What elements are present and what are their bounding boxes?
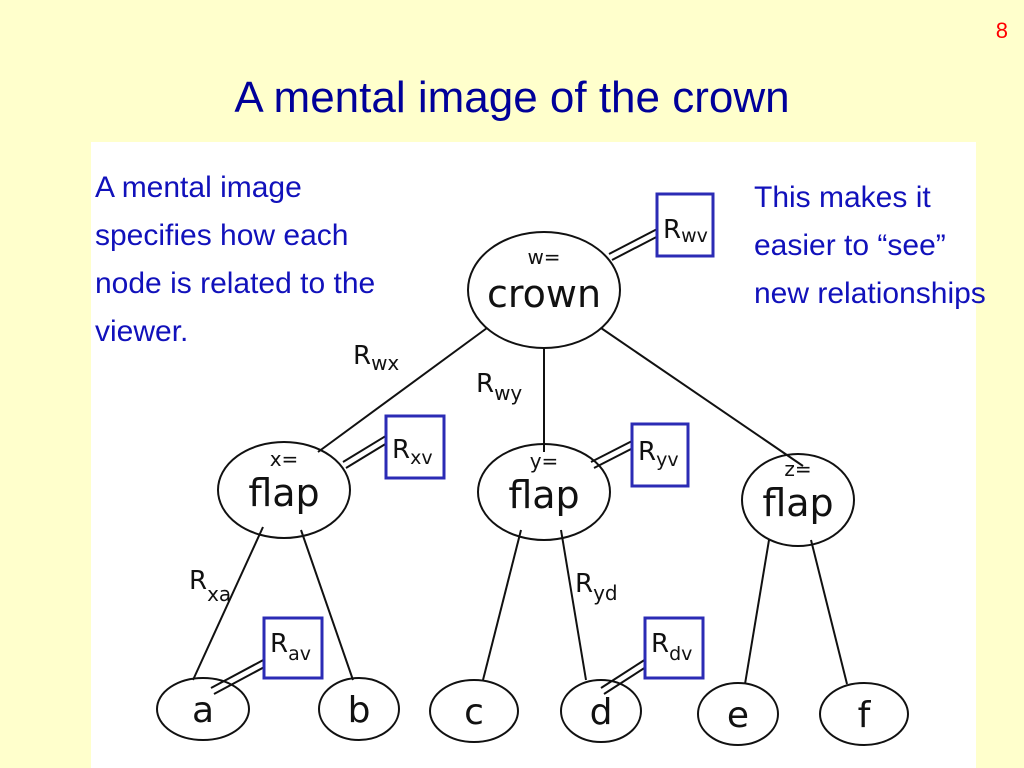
node-flap-x: x= flap — [217, 441, 351, 539]
svg-text:b: b — [348, 690, 371, 731]
viewer-link-xv — [342, 433, 393, 469]
node-leaf-a: a — [156, 677, 250, 741]
viewer-box-yv: Ryv — [630, 422, 690, 488]
edge-flap-z-leaf-e — [744, 539, 770, 685]
relation-label-wy: Rwy — [476, 369, 522, 405]
svg-text:flap: flap — [508, 473, 579, 517]
svg-text:e: e — [727, 695, 749, 736]
edge-crown-flap-z — [600, 327, 804, 467]
viewer-box-xv: Rxv — [384, 414, 446, 480]
edge-flap-y-leaf-c — [482, 529, 522, 681]
svg-text:d: d — [590, 692, 613, 733]
svg-text:Rdv: Rdv — [651, 629, 692, 665]
relation-label-yd: Ryd — [575, 569, 618, 605]
node-leaf-e: e — [697, 682, 779, 746]
slide-title: A mental image of the crown — [234, 73, 790, 122]
viewer-box-av: Rav — [262, 616, 324, 680]
svg-text:Rwv: Rwv — [663, 215, 708, 247]
node-flap-y: y= flap — [477, 443, 611, 541]
slide-number: 8 — [995, 18, 1008, 43]
svg-text:Rav: Rav — [270, 629, 311, 665]
left-note: A mental image specifies how each node i… — [95, 171, 376, 348]
tree-diagram: w= crown x= flap y= flap z= flap a b c d… — [156, 192, 909, 746]
svg-text:c: c — [464, 692, 484, 733]
svg-text:crown: crown — [487, 272, 601, 316]
viewer-link-av — [210, 657, 271, 695]
svg-text:Rwy: Rwy — [476, 369, 522, 405]
svg-text:flap: flap — [248, 471, 319, 515]
svg-text:Ryd: Ryd — [575, 569, 618, 605]
edge-flap-x-leaf-b — [300, 529, 354, 681]
diagram-panel: w= crown x= flap y= flap z= flap a b c d… — [91, 142, 976, 768]
node-leaf-d: d — [560, 679, 642, 743]
edge-flap-y-leaf-d — [560, 529, 587, 681]
node-leaf-f: f — [819, 682, 909, 746]
viewer-box-wv: Rwv — [655, 192, 715, 258]
node-flap-z: z= flap — [741, 453, 855, 547]
edge-crown-flap-x — [317, 327, 488, 453]
svg-text:x=: x= — [270, 447, 299, 471]
right-note: This makes it easier to “see” new relati… — [754, 181, 986, 310]
relation-label-wx: Rwx — [353, 341, 399, 375]
svg-text:z=: z= — [784, 457, 811, 481]
svg-text:Rwx: Rwx — [353, 341, 399, 375]
svg-text:Rxa: Rxa — [189, 566, 231, 606]
svg-text:Rxv: Rxv — [392, 435, 433, 469]
node-leaf-c: c — [429, 679, 519, 743]
svg-text:Ryv: Ryv — [638, 437, 679, 471]
svg-text:flap: flap — [762, 481, 833, 525]
svg-text:a: a — [192, 690, 214, 731]
edge-flap-x-leaf-a — [192, 526, 264, 681]
viewer-link-yv — [590, 439, 638, 469]
svg-text:w=: w= — [527, 245, 560, 269]
node-crown: w= crown — [467, 231, 621, 349]
svg-text:f: f — [858, 695, 872, 736]
node-leaf-b: b — [318, 677, 400, 741]
edge-flap-z-leaf-f — [810, 539, 848, 685]
viewer-link-dv — [600, 658, 650, 695]
viewer-box-dv: Rdv — [643, 616, 705, 680]
svg-text:y=: y= — [530, 449, 559, 473]
relation-label-xa: Rxa — [189, 566, 231, 606]
